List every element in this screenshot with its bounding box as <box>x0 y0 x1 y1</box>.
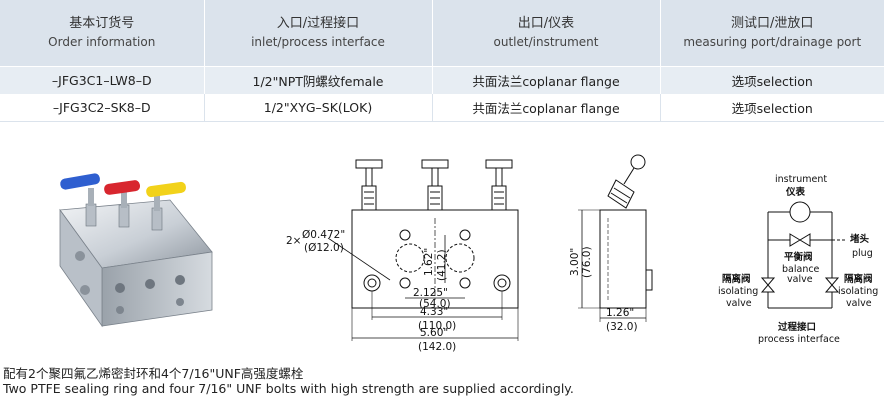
header-inlet: 入口/过程接口 inlet/process interface <box>204 0 433 67</box>
header-en: inlet/process interface <box>251 35 385 49</box>
plug-zh: 堵头 <box>850 233 870 245</box>
table-cell: –JFG3C2–SK8–D <box>0 94 205 122</box>
yellow-handle-icon <box>146 181 186 198</box>
note-en: Two PTFE sealing ring and four 7/16" UNF… <box>3 381 574 396</box>
dim-2125-in: 2.125" <box>413 287 448 299</box>
instrument-zh: 仪表 <box>785 186 806 198</box>
dim-v-mm: (41.2) <box>436 249 448 281</box>
table-cell: 选项selection <box>660 66 884 94</box>
header-order: 基本订货号 Order information <box>0 0 205 67</box>
balance-en2: valve <box>787 274 813 285</box>
isolating-valve-right-icon <box>824 277 840 293</box>
side-view-drawing: 3.00" (76.0) 1.26" (32.0) <box>569 154 653 333</box>
table-cell: 共面法兰coplanar flange <box>432 66 661 94</box>
table-header-row: 基本订货号 Order information 入口/过程接口 inlet/proc… <box>0 0 884 67</box>
process-zh: 过程接口 <box>778 321 816 333</box>
header-en: measuring port/drainage port <box>683 35 862 49</box>
table-cell: –JFG3C1–LW8–D <box>0 66 205 94</box>
dim-560-mm: (142.0) <box>418 341 456 353</box>
dim-433-mm: (110.0) <box>418 320 456 332</box>
header-zh: 入口/过程接口 <box>276 16 360 31</box>
side-height-mm: (76.0) <box>581 246 593 278</box>
order-table: 基本订货号 Order information 入口/过程接口 inlet/proc… <box>0 0 884 122</box>
isolating-left-en: isolating <box>718 286 758 297</box>
instrument-gauge-icon <box>789 201 811 223</box>
blue-handle-icon <box>60 173 100 190</box>
header-port: 测试口/泄放口 measuring port/drainage port <box>660 0 884 67</box>
table-cell: 选项selection <box>660 94 884 122</box>
header-en: outlet/instrument <box>493 35 599 49</box>
side-depth-in: 1.26" <box>606 307 634 319</box>
header-zh: 基本订货号 <box>69 16 135 31</box>
front-view-drawing: 2× Ø0.472" (Ø12.0) 1.62" (41.2) 2.125" (… <box>286 159 519 353</box>
header-en: Order information <box>48 35 156 49</box>
red-handle-icon <box>104 180 141 195</box>
valve-schematic: instrument 仪表 堵头 plug 平衡阀 balance valve … <box>718 174 878 345</box>
product-photo <box>59 173 213 328</box>
note-zh: 配有2个聚四氟乙烯密封环和4个7/16"UNF高强度螺栓 <box>3 366 304 381</box>
valve-stems <box>355 159 513 211</box>
side-height-in: 3.00" <box>569 248 581 276</box>
dim-v-in: 1.62" <box>423 248 435 276</box>
table-cell: 1/2"XYG–SK(LOK) <box>204 94 433 122</box>
isolating-valve-left-icon <box>760 277 776 293</box>
balance-en: balance <box>782 264 820 275</box>
instrument-en: instrument <box>775 174 827 185</box>
header-zh: 出口/仪表 <box>517 16 575 31</box>
balance-valve-icon <box>789 233 811 247</box>
balance-zh: 平衡阀 <box>784 251 813 263</box>
hole-dia-in: Ø0.472" <box>302 229 345 241</box>
isolating-left-zh: 隔离阀 <box>722 273 751 285</box>
isolating-right-en: isolating <box>838 286 878 297</box>
dim-560-in: 5.60" <box>420 327 448 339</box>
header-zh: 测试口/泄放口 <box>731 16 814 31</box>
isolating-right-en2: valve <box>846 298 872 309</box>
hole-note-prefix: 2× <box>286 235 301 247</box>
header-outlet: 出口/仪表 outlet/instrument <box>432 0 661 67</box>
side-depth-mm: (32.0) <box>606 321 638 333</box>
table-cell: 1/2"NPT阴螺纹female <box>204 66 433 94</box>
dim-2125-mm: (54.0) <box>419 298 451 310</box>
dim-433-in: 4.33" <box>420 306 448 318</box>
table-row: –JFG3C2–SK8–D 1/2"XYG–SK(LOK) 共面法兰coplan… <box>0 94 884 122</box>
isolating-right-zh: 隔离阀 <box>844 273 873 285</box>
isolating-left-en2: valve <box>726 298 752 309</box>
table-cell: 共面法兰coplanar flange <box>432 94 661 122</box>
table-row: –JFG3C1–LW8–D 1/2"NPT阴螺纹female 共面法兰copla… <box>0 66 884 94</box>
hole-dia-mm: (Ø12.0) <box>304 242 344 254</box>
process-en: process interface <box>758 334 840 345</box>
plug-en: plug <box>852 248 873 259</box>
